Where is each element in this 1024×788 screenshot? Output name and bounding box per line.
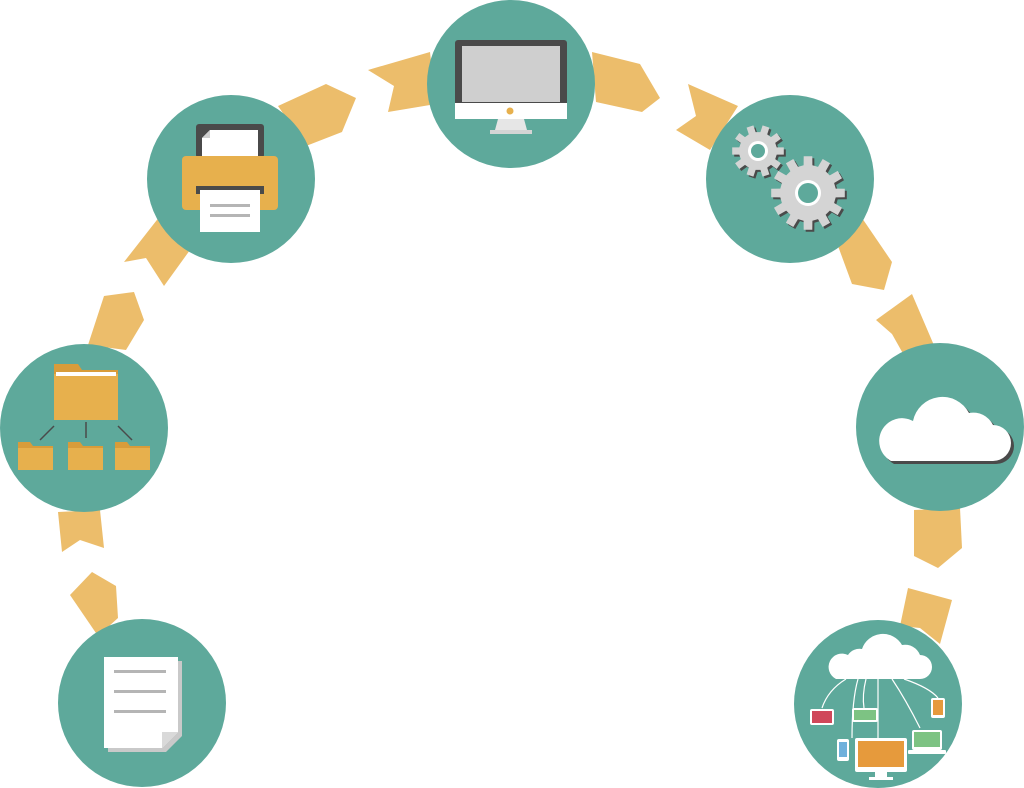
node-printer — [147, 95, 315, 263]
arrow-folder-to-printer — [88, 292, 144, 350]
gear-small-icon — [732, 125, 786, 179]
arrow-cloud-to-devices — [914, 508, 962, 568]
printer-icon — [182, 124, 278, 232]
node-cloud-devices — [794, 620, 962, 788]
gears-icon — [732, 125, 847, 232]
arrow-printer-to-computer-head — [368, 52, 436, 112]
arrow-document-to-folder-tail — [58, 510, 104, 552]
arrow-computer-to-gears-head — [676, 84, 738, 150]
gear-large-icon — [771, 156, 847, 232]
node-settings — [706, 95, 874, 263]
arrow-computer-to-gears — [592, 52, 660, 112]
arrow-cloud-to-devices-head — [900, 588, 952, 644]
gear-large-hub — [798, 183, 818, 203]
gear-small-hub — [751, 144, 765, 158]
document-icon — [104, 657, 182, 752]
monitor-icon — [455, 40, 567, 134]
cloud-icon — [879, 396, 1014, 464]
arrow-document-to-folder — [70, 572, 118, 636]
node-cloud — [856, 343, 1024, 511]
cloud-devices-icon — [810, 633, 946, 780]
folder-tree-icon — [18, 364, 150, 470]
node-document — [58, 619, 226, 787]
node-folder-tree-circle — [0, 344, 168, 512]
node-computer — [427, 0, 595, 168]
node-folder-tree — [0, 344, 168, 512]
